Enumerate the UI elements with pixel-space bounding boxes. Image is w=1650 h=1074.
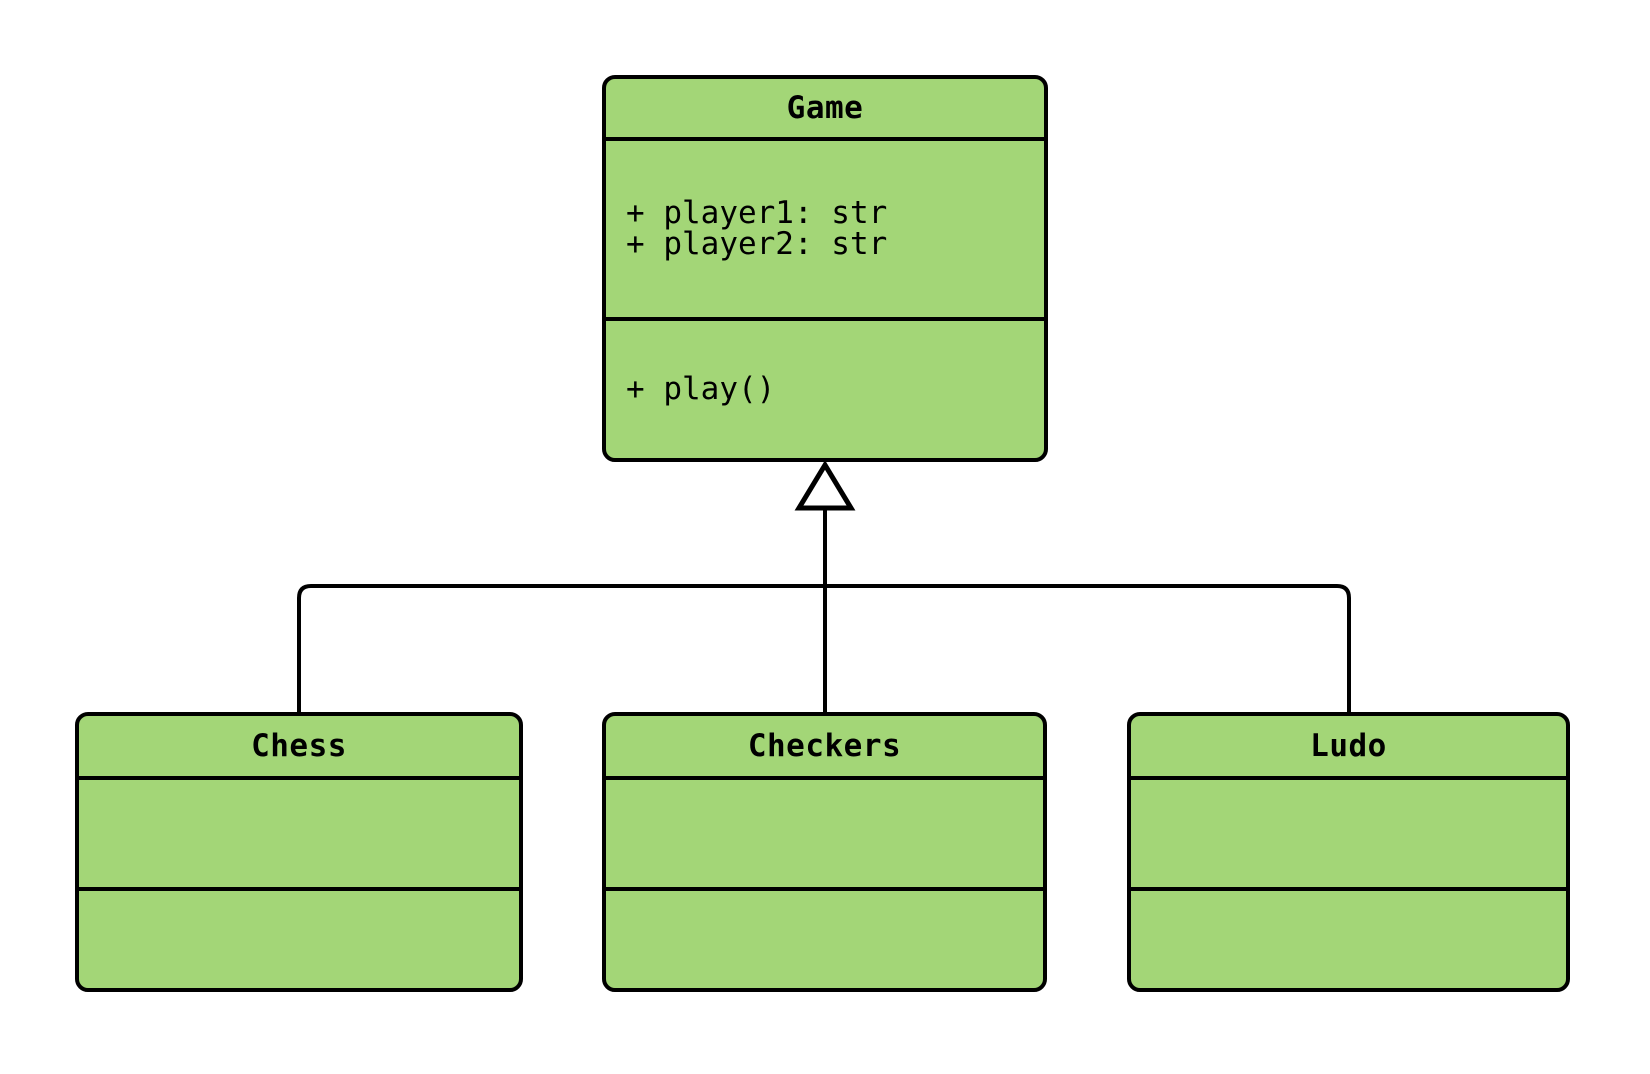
attributes-compartment <box>1131 780 1566 887</box>
class-title: Chess <box>251 728 347 764</box>
compartment-divider <box>1131 887 1566 891</box>
compartment-divider <box>1131 776 1566 780</box>
class-title: Checkers <box>747 728 902 764</box>
compartment-divider <box>606 317 1044 321</box>
class-node-game: Game + player1: str + player2: str + pla… <box>602 75 1048 462</box>
class-node-checkers: Checkers <box>602 712 1047 992</box>
class-title: Ludo <box>1310 728 1387 764</box>
compartment-divider <box>606 776 1043 780</box>
method-line: + play() <box>626 371 776 407</box>
methods-compartment <box>1131 891 1566 988</box>
connector-bus <box>297 584 1351 712</box>
attributes-compartment <box>79 780 519 887</box>
methods-compartment <box>606 891 1043 988</box>
inheritance-arrowhead-icon <box>794 460 856 511</box>
methods-compartment: + play() <box>606 321 1044 458</box>
compartment-divider <box>79 887 519 891</box>
compartment-divider <box>79 776 519 780</box>
compartment-divider <box>606 887 1043 891</box>
attribute-line: + player2: str <box>626 226 888 262</box>
class-node-chess: Chess <box>75 712 523 992</box>
attributes-compartment <box>606 780 1043 887</box>
attribute-line: + player1: str <box>626 195 888 231</box>
class-title: Game <box>786 90 864 126</box>
compartment-divider <box>606 137 1044 141</box>
attributes-compartment: + player1: str + player2: str <box>606 141 1044 317</box>
class-node-ludo: Ludo <box>1127 712 1570 992</box>
methods-compartment <box>79 891 519 988</box>
